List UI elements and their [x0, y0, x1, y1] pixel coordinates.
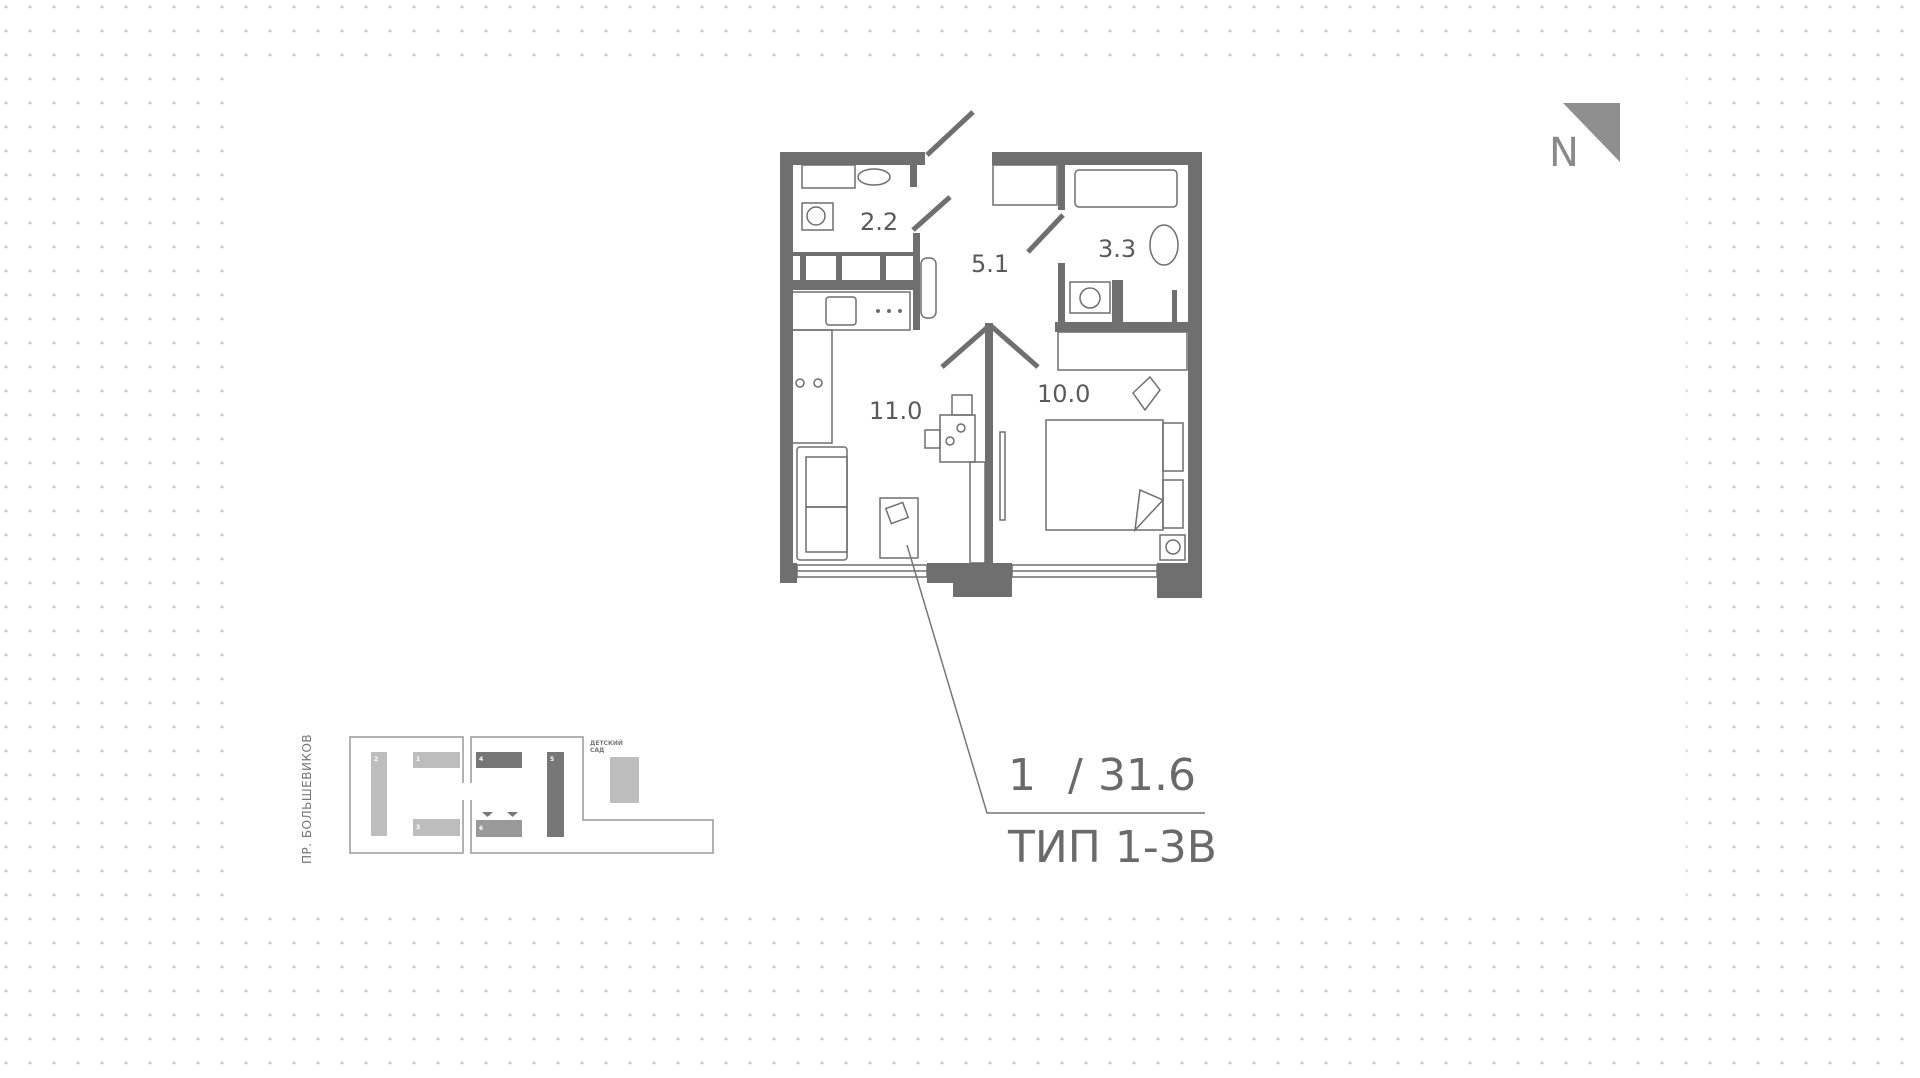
leader-line [906, 544, 1205, 814]
room-area-hallway: 5.1 [971, 250, 1009, 278]
building-3 [413, 819, 460, 836]
building-2 [371, 752, 387, 836]
room-area-bathroom-2: 3.3 [1098, 235, 1136, 263]
kitchen-column [791, 329, 833, 444]
svg-text:САД: САД [590, 747, 604, 754]
svg-text:4: 4 [479, 756, 483, 763]
bathtub-icon [1074, 169, 1178, 208]
north-label: N [1549, 130, 1579, 176]
doors [911, 110, 1065, 369]
furniture [791, 164, 1188, 564]
wardrobe-hall [992, 164, 1058, 206]
svg-text:1: 1 [416, 756, 420, 763]
building-5 [547, 752, 564, 837]
washing-machine-icon [1079, 287, 1101, 309]
boiler-icon [920, 257, 937, 319]
room-area-living: 11.0 [869, 397, 922, 425]
site-map: 2 1 3 4 5 6 ДЕТСКИЙ САД [349, 736, 714, 854]
rooms-count: 1 [1008, 750, 1036, 801]
kindergarten-label: ДЕТСКИЙ [590, 739, 623, 747]
apartment-type: ТИП 1-3В [1008, 822, 1217, 873]
fan-icon [1165, 539, 1181, 555]
stove-icon [795, 378, 805, 388]
kindergarten-building [610, 757, 639, 803]
room-area-bathroom: 2.2 [860, 208, 898, 236]
chair-icon [924, 429, 941, 449]
sink-icon [1149, 224, 1179, 266]
kitchen-counter [791, 291, 911, 331]
wardrobe-bedroom [1057, 331, 1188, 371]
north-arrow-icon [1563, 103, 1620, 162]
walls [780, 152, 1202, 598]
building-6 [476, 820, 522, 837]
tv-icon [999, 431, 1006, 521]
svg-text:2: 2 [374, 756, 378, 763]
building-4 [476, 752, 522, 768]
plant-box [879, 497, 919, 559]
separator: / [1068, 750, 1083, 801]
room-area-bedroom: 10.0 [1037, 380, 1090, 408]
washbasin-icon [857, 168, 891, 186]
svg-text:5: 5 [550, 756, 554, 763]
bed-icon [1045, 419, 1164, 531]
svg-text:3: 3 [416, 824, 420, 831]
table-icon [939, 414, 976, 463]
sofa-icon [796, 446, 848, 561]
building-1 [413, 752, 460, 768]
tv-stand [969, 461, 986, 564]
kitchen-sink-icon [825, 296, 857, 326]
windows [796, 564, 1158, 578]
armchair-icon [1132, 375, 1161, 412]
total-area: 31.6 [1098, 750, 1196, 801]
street-label: ПР. БОЛЬШЕВИКОВ [300, 733, 314, 864]
chair-icon [951, 394, 973, 416]
bath-shelf [801, 164, 856, 189]
svg-text:6: 6 [479, 825, 483, 832]
toilet-icon [806, 206, 826, 226]
